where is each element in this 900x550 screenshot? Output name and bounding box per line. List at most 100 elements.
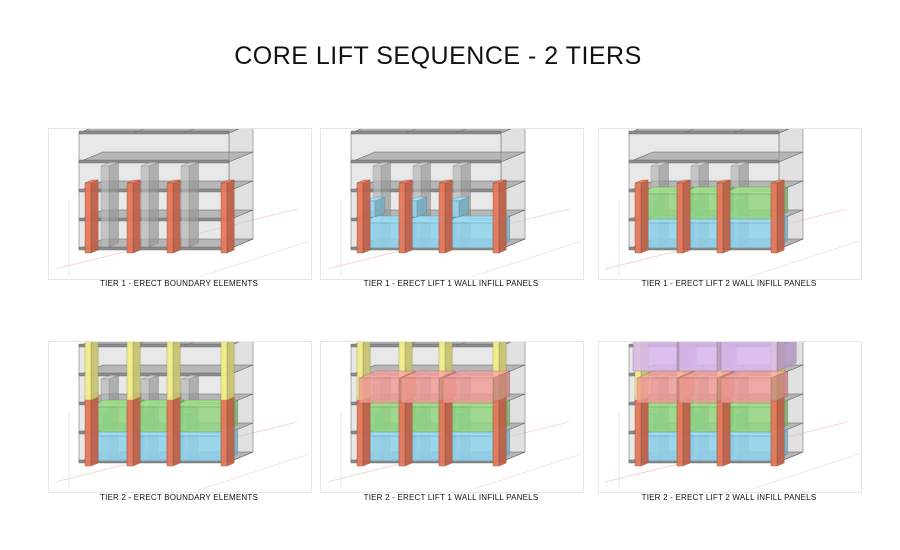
tier1-boundary-column-2-side (173, 180, 180, 253)
tier1-boundary-column-1-front (127, 183, 133, 253)
tier1-boundary-column-2 (717, 393, 730, 466)
tier2-lift2-panel-1-front (679, 342, 717, 371)
tier1-boundary-column-0 (635, 180, 648, 253)
core-wall-1 (141, 162, 159, 247)
tier1-boundary-column-2 (439, 180, 452, 253)
tier1-boundary-column-0 (85, 393, 98, 466)
stage-caption-1: TIER 1 - ERECT BOUNDARY ELEMENTS (48, 279, 310, 288)
tier1-boundary-column-2-front (717, 183, 723, 253)
tier1-boundary-column-0-side (91, 393, 98, 466)
tier1-boundary-column-1 (399, 393, 412, 466)
tier1-boundary-column-2-side (723, 180, 730, 253)
tier1-boundary-column-3 (221, 180, 234, 253)
tier1-boundary-column-1 (677, 393, 690, 466)
stage-panel-6 (598, 341, 862, 493)
tier1-boundary-column-1-front (399, 183, 405, 253)
building-model-5 (321, 342, 583, 492)
stage-caption-5: TIER 2 - ERECT LIFT 1 WALL INFILL PANELS (320, 493, 582, 502)
tier1-boundary-column-0-side (363, 393, 370, 466)
tier1-boundary-column-3-front (221, 396, 227, 466)
tier1-boundary-column-3-front (771, 183, 777, 253)
core-wall-2-side (189, 162, 199, 247)
tier1-boundary-column-2-front (439, 396, 445, 466)
core-wall-2 (181, 162, 199, 247)
tier1-boundary-column-0-front (357, 183, 363, 253)
tier1-boundary-column-0-front (635, 183, 641, 253)
tier1-boundary-column-1 (399, 180, 412, 253)
tier2-lift2-panel-0-front (633, 342, 677, 371)
tier2-boundary-column-1 (127, 342, 140, 400)
tier1-boundary-column-3 (493, 393, 506, 466)
stage-panel-5 (320, 341, 584, 493)
tier1-boundary-column-3 (493, 180, 506, 253)
slab-edge-4 (629, 131, 779, 134)
tier1-boundary-column-3-side (777, 393, 784, 466)
tier1-boundary-column-3-side (499, 180, 506, 253)
tier1-boundary-column-3-front (221, 183, 227, 253)
tier1-boundary-column-2-side (723, 393, 730, 466)
tier1-boundary-column-0-front (85, 396, 91, 466)
tier1-boundary-column-2-side (445, 393, 452, 466)
stage-panel-2 (320, 128, 584, 280)
core-wall-1-front (141, 166, 149, 247)
slab-edge-4 (79, 131, 229, 134)
tier1-boundary-column-1-side (133, 393, 140, 466)
tier1-boundary-column-1-side (683, 393, 690, 466)
tier1-boundary-column-3-front (493, 396, 499, 466)
building-model-2 (321, 129, 583, 279)
tier2-boundary-column-1-front (127, 342, 133, 400)
tier1-boundary-column-1-side (683, 180, 690, 253)
building-model-1 (49, 129, 311, 279)
core-wall-1-side (149, 162, 159, 247)
stage-caption-3: TIER 1 - ERECT LIFT 2 WALL INFILL PANELS (598, 279, 860, 288)
tier1-boundary-column-2-front (167, 183, 173, 253)
tier2-lift2-panel-2 (721, 342, 796, 371)
tier1-boundary-column-3 (771, 393, 784, 466)
tier1-boundary-column-3-side (227, 393, 234, 466)
tier1-boundary-column-0-side (641, 393, 648, 466)
tier1-boundary-column-3-front (771, 396, 777, 466)
tier1-boundary-column-1-side (405, 180, 412, 253)
tier2-lift1-panel-1-front (679, 378, 717, 403)
tier2-boundary-column-3-side (227, 342, 234, 400)
tier1-boundary-column-2 (167, 180, 180, 253)
tier2-lift1-panel-2 (721, 371, 788, 403)
stage-panel-1 (48, 128, 312, 280)
tier2-lift1-panel-2-front (443, 378, 493, 403)
building-model-4 (49, 342, 311, 492)
tier1-boundary-column-1-front (399, 396, 405, 466)
stage-panel-4 (48, 341, 312, 493)
tier2-lift1-panel-2-front (721, 378, 771, 403)
tier1-boundary-column-0-front (635, 396, 641, 466)
tier1-boundary-column-3-side (499, 393, 506, 466)
slab-edge-4 (79, 344, 229, 347)
tier1-boundary-column-3 (771, 180, 784, 253)
tier1-boundary-column-0-front (85, 183, 91, 253)
core-wall-2-front (181, 166, 189, 247)
tier2-lift1-panel-0-front (637, 378, 677, 403)
tier2-boundary-column-3-front (221, 342, 227, 400)
tier1-boundary-column-2-side (445, 180, 452, 253)
tier1-boundary-column-1-side (133, 180, 140, 253)
core-wall-0-side (109, 162, 119, 247)
tier1-boundary-column-0-front (357, 396, 363, 466)
stage-caption-2: TIER 1 - ERECT LIFT 1 WALL INFILL PANELS (320, 279, 582, 288)
tier2-lift2-panel-2-front (721, 342, 777, 371)
slab-edge-4 (351, 131, 501, 134)
tier1-boundary-column-0-side (91, 180, 98, 253)
tier2-boundary-column-1-side (133, 342, 140, 400)
core-wall-0 (101, 162, 119, 247)
tier1-boundary-column-1 (127, 180, 140, 253)
tier2-lift1-panel-2 (443, 371, 510, 403)
tier1-boundary-column-2-front (439, 183, 445, 253)
tier2-boundary-column-3 (221, 342, 234, 400)
tier1-boundary-column-1-front (677, 396, 683, 466)
tier1-boundary-column-1-front (127, 396, 133, 466)
tier1-boundary-column-3-side (777, 180, 784, 253)
building-model-3 (599, 129, 861, 279)
tier2-boundary-column-2 (167, 342, 180, 400)
tier1-boundary-column-1-side (405, 393, 412, 466)
tier2-boundary-column-0-front (85, 342, 91, 400)
tier1-boundary-column-1-front (677, 183, 683, 253)
tier1-boundary-column-0-side (641, 180, 648, 253)
